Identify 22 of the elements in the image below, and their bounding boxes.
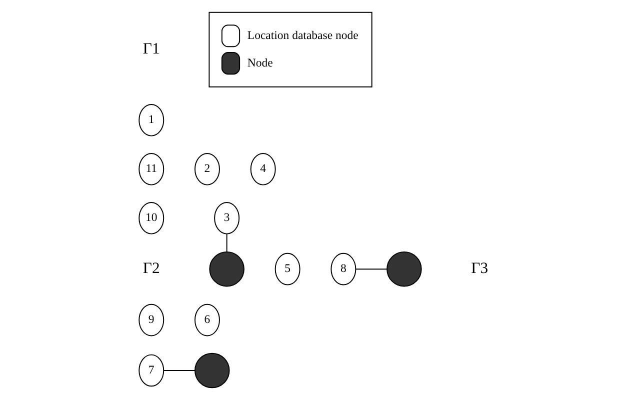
node-ellipse: 6 bbox=[194, 304, 220, 336]
legend-label: Location database node bbox=[247, 28, 358, 42]
label: Γ2 bbox=[142, 260, 160, 277]
node-ellipse: 8 bbox=[330, 252, 356, 286]
connector bbox=[163, 370, 196, 371]
node-ellipse: 9 bbox=[138, 304, 164, 336]
node-ellipse: 2 bbox=[194, 152, 220, 186]
node-ellipse: 1 bbox=[138, 104, 164, 136]
node-ellipse: 5 bbox=[274, 252, 300, 286]
node-ellipse: 11 bbox=[138, 152, 164, 186]
connector bbox=[355, 268, 388, 270]
node-ellipse: 3 bbox=[214, 202, 240, 234]
node-circle bbox=[209, 251, 244, 287]
node-ellipse: 10 bbox=[138, 202, 164, 234]
node-circle bbox=[194, 352, 230, 388]
label: Γ3 bbox=[471, 260, 488, 277]
node-ellipse: 4 bbox=[250, 152, 276, 186]
legend-label: Node bbox=[247, 56, 273, 70]
label: Γ1 bbox=[142, 40, 160, 58]
node-circle bbox=[386, 251, 422, 287]
node-ellipse: 7 bbox=[138, 354, 164, 387]
connector bbox=[226, 233, 228, 252]
